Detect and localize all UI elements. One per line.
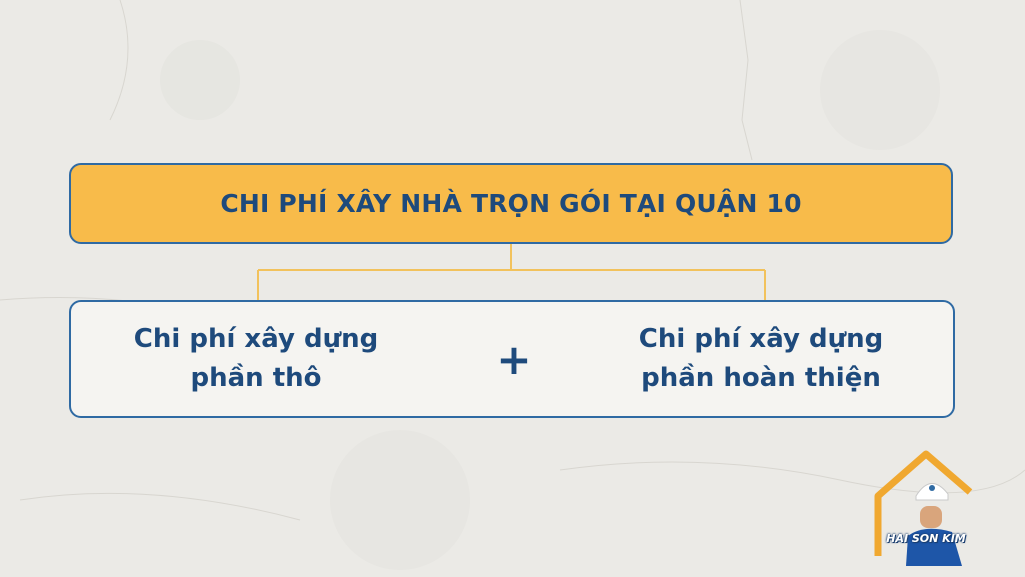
diagram-title: CHI PHÍ XÂY NHÀ TRỌN GÓI TẠI QUẬN 10 — [220, 189, 802, 218]
brand-name: HAI SON KIM — [886, 532, 966, 545]
plus-operator: + — [496, 334, 532, 384]
worker-mascot-icon — [906, 483, 962, 566]
title-box: CHI PHÍ XÂY NHÀ TRỌN GÓI TẠI QUẬN 10 — [69, 163, 953, 244]
house-outline-icon — [874, 450, 973, 556]
rough-construction-cost-label: Chi phí xây dựng phần thô — [133, 324, 379, 393]
finishing-construction-cost-label: Chi phí xây dựng phần hoàn thiện — [638, 324, 884, 393]
brand-logo — [874, 450, 973, 566]
cost-components-box: Chi phí xây dựng phần thô + Chi phí xây … — [69, 300, 955, 418]
